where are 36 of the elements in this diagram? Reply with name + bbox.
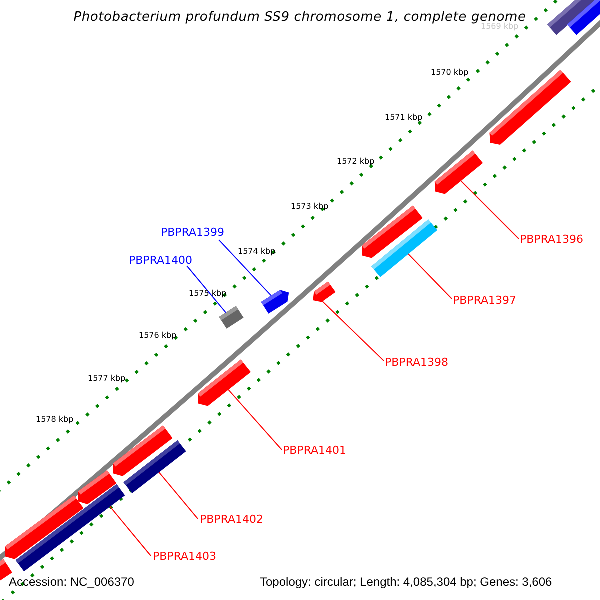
gene-feature: [261, 290, 290, 314]
tick-label: 1573 kbp: [291, 202, 329, 211]
tick-label: 1575 kbp: [189, 289, 227, 298]
gene-feature: [16, 484, 126, 572]
leader-line: [408, 254, 452, 300]
gene-label: PBPRA1396: [520, 233, 584, 246]
tick-label: 1576 kbp: [139, 331, 177, 340]
leader-line: [228, 389, 282, 450]
gene-label: PBPRA1400: [129, 254, 193, 267]
genome-info-text: Topology: circular; Length: 4,085,304 bp; Genes: 3,606: [260, 575, 552, 589]
gene-feature: [313, 282, 336, 302]
gene-feature: [198, 360, 251, 406]
gene-label: PBPRA1401: [283, 444, 347, 457]
tick-label: 1571 kbp: [385, 113, 423, 122]
gene-feature: [434, 150, 484, 194]
leader-line: [322, 301, 384, 362]
gene-label: PBPRA1402: [200, 513, 264, 526]
gene-label: PBPRA1398: [385, 356, 449, 369]
tick-label: 1570 kbp: [431, 68, 469, 77]
gene-feature: [124, 440, 186, 494]
tick-label: 1578 kbp: [36, 415, 74, 424]
leader-line: [218, 240, 272, 296]
gene-feature: [219, 306, 244, 329]
tick-label: 1574 kbp: [238, 247, 276, 256]
gene-label: PBPRA1397: [453, 294, 517, 307]
leader-line: [110, 506, 152, 556]
leader-line: [460, 180, 520, 240]
gene-label: PBPRA1403: [153, 550, 217, 563]
gene-label: PBPRA1399: [161, 226, 225, 239]
tick-label: 1577 kbp: [88, 374, 126, 383]
accession-text: Accession: NC_006370: [9, 575, 134, 589]
title: Photobacterium profundum SS9 chromosome 1, complete genome: [74, 10, 526, 25]
gene-feature: [372, 220, 438, 278]
tick-label: 1572 kbp: [337, 157, 375, 166]
leader-line: [186, 266, 227, 314]
leader-line: [158, 472, 198, 520]
